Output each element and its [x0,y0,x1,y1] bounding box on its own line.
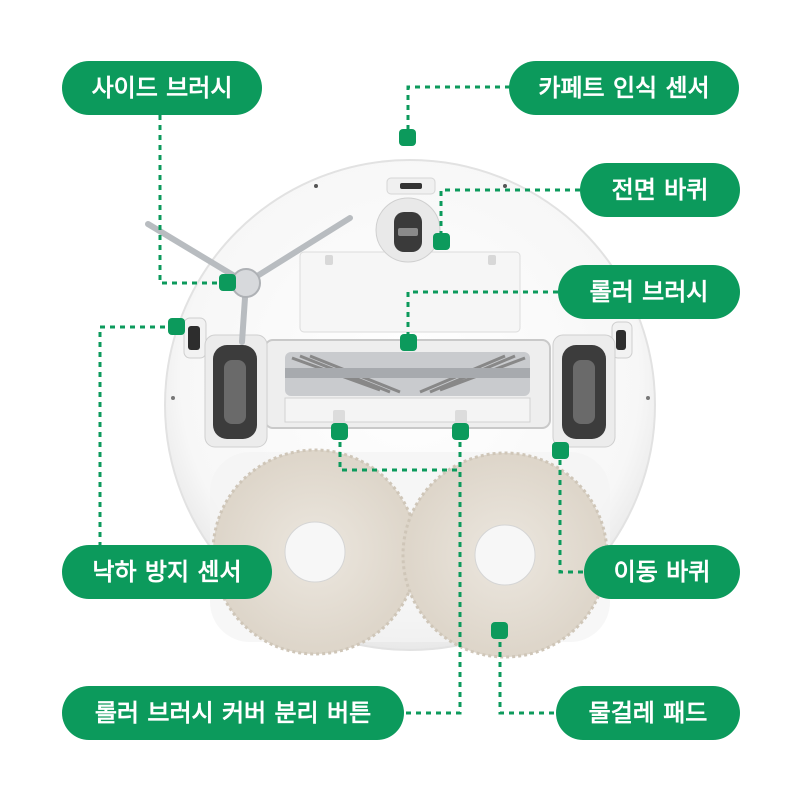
label-side-brush: 사이드 브러시 [62,61,262,115]
label-drive-wheel: 이동 바퀴 [584,545,740,599]
roller-brush-bay [265,340,550,428]
right-mop-center [475,525,535,585]
top-sensor-slot [400,183,422,189]
marker-roller-brush [400,334,417,351]
body-dot [503,184,507,188]
right-drive-wheel [553,335,615,447]
line-carpet-sensor [408,87,510,138]
marker-mop-pad [491,622,508,639]
front-caster [376,198,440,262]
marker-release-left [331,423,348,440]
left-side-sensor-window [188,326,200,350]
label-roller-cover-release: 롤러 브러시 커버 분리 버튼 [62,686,404,740]
roller-guard [285,398,530,422]
body-dot [171,396,175,400]
right-wheel-hub [573,360,595,424]
label-cliff-sensor: 낙하 방지 센서 [62,545,272,599]
left-drive-wheel [205,335,267,447]
left-mop-center [285,522,345,582]
side-brush-hub [232,269,260,297]
marker-release-right [452,423,469,440]
marker-front-wheel [433,233,450,250]
cover-tab [488,255,496,265]
release-tab-right [455,410,467,424]
marker-side-brush [219,274,236,291]
label-carpet-sensor: 카페트 인식 센서 [509,61,739,115]
marker-carpet-sensor [399,129,416,146]
label-roller-brush: 롤러 브러시 [558,265,740,319]
body-dot [646,396,650,400]
marker-cliff-sensor [168,318,185,335]
left-wheel-hub [224,360,246,424]
mop-pads [210,450,610,657]
caster-axle [398,228,418,236]
line-cliff-sensor [100,327,175,546]
roller-brush-core [285,368,530,378]
body-dot [314,184,318,188]
label-front-wheel: 전면 바퀴 [580,163,740,217]
marker-drive-wheel [552,442,569,459]
release-tab-left [333,410,345,424]
cover-tab [325,255,333,265]
label-mop-pad: 물걸레 패드 [556,686,740,740]
right-side-sensor-window [616,330,626,350]
